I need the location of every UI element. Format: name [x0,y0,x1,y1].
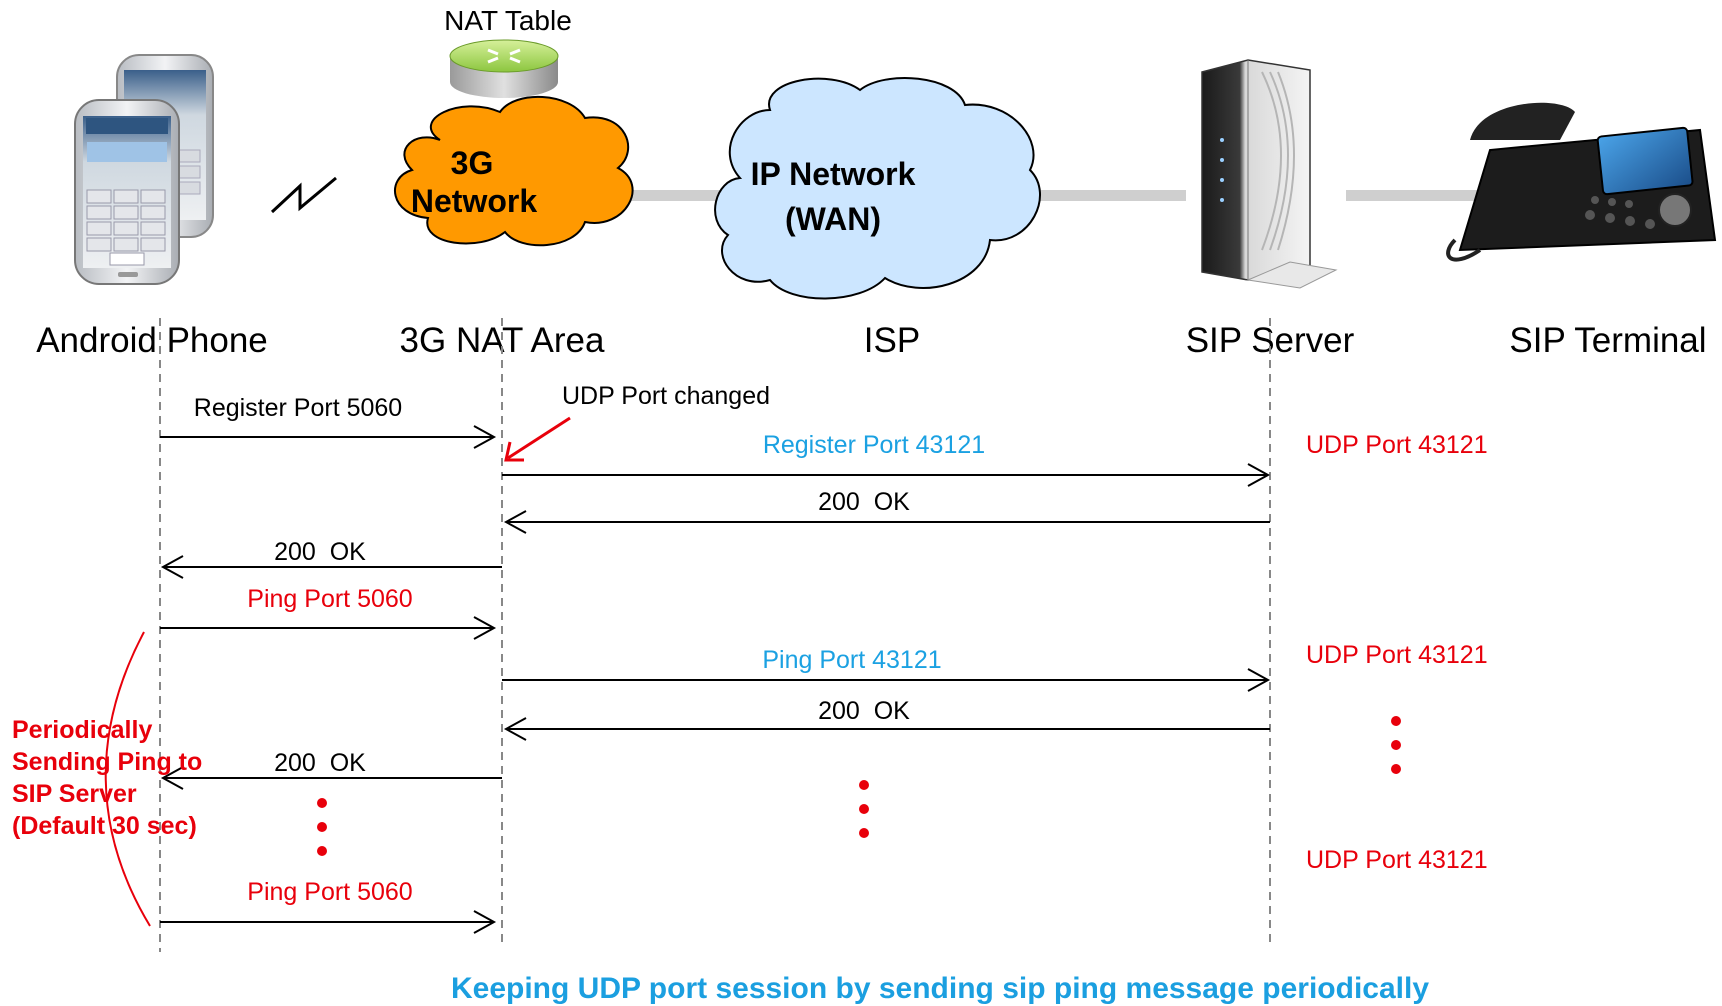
entity-labels: Android Phone 3G NAT Area ISP SIP Server… [36,321,1706,360]
periodic-note-line: (Default 30 sec) [12,812,197,840]
message-label-ping-5060: Ping Port 5060 [247,878,412,906]
link-3g-to-wan [614,190,734,201]
udp-port-label: UDP Port 43121 [1306,641,1488,669]
network-links [614,190,1486,201]
arrow-ping-5060-2 [160,910,497,934]
router-icon [449,39,559,98]
3g-network-cloud-icon [394,95,634,247]
periodic-bracket [104,631,151,927]
wireless-signal-icon [270,176,337,214]
message-label-ping-5060: Ping Port 5060 [247,585,412,613]
ellipsis-dots-phone [317,798,327,856]
message-label-200-ok: 200 OK [818,697,910,725]
smartphones-icon [74,54,214,285]
message-label-register-5060: Register Port 5060 [194,394,402,422]
arrow-200-ok-server-to-nat-2 [503,717,1270,741]
udp-port-changed-label: UDP Port changed [562,382,770,410]
udp-port-label: UDP Port 43121 [1306,846,1488,874]
ip-desk-phone-icon [1446,102,1717,262]
message-label-200-ok: 200 OK [274,749,366,777]
message-arrows [160,425,1271,934]
periodic-note-line: SIP Server [12,780,137,808]
sip-server-device-icon [1201,59,1338,289]
ellipsis-dots-udp [1391,716,1401,774]
diagram-caption: Keeping UDP port session by sending sip … [451,972,1429,1005]
entity-label-sip-terminal: SIP Terminal [1509,321,1706,360]
3g-cloud-label-line2: Network [411,183,537,219]
continuation-dots [317,716,1401,856]
arrow-ping-43121 [502,668,1271,692]
3g-cloud-label-line1: 3G [451,145,494,181]
message-labels: Register Port 5060 Register Port 43121 2… [194,394,985,906]
message-label-200-ok: 200 OK [818,488,910,516]
arrow-register-43121 [502,463,1271,487]
entity-label-android-phone: Android Phone [36,321,268,360]
arrow-200-ok-nat-to-phone-2 [160,766,502,790]
message-label-200-ok: 200 OK [274,538,366,566]
ellipsis-dots-isp [859,780,869,838]
periodic-note-line: Sending Ping to [12,748,202,776]
wan-cloud-label-line1: IP Network [751,156,916,192]
link-wan-to-server [1038,190,1186,201]
entity-label-sip-server: SIP Server [1186,321,1355,360]
entity-label-3g-nat-area: 3G NAT Area [400,321,605,360]
wan-cloud-label-line2: (WAN) [785,201,881,237]
wan-cloud-icon [714,77,1041,300]
arrow-200-ok-server-to-nat [503,510,1270,534]
link-server-to-terminal [1346,190,1486,201]
periodic-note: Periodically Sending Ping to SIP Server … [12,716,202,840]
periodic-note-line: Periodically [12,716,152,744]
udp-port-label: UDP Port 43121 [1306,431,1488,459]
arrow-ping-5060 [160,616,497,640]
arrow-200-ok-nat-to-phone [160,555,502,579]
message-label-ping-43121: Ping Port 43121 [762,646,941,674]
arrow-register-5060 [160,425,497,449]
udp-port-labels: UDP Port 43121 UDP Port 43121 UDP Port 4… [1306,431,1488,874]
entity-label-isp: ISP [864,321,920,360]
nat-table-label: NAT Table [444,5,572,36]
lifelines [159,318,1271,952]
message-label-register-43121: Register Port 43121 [763,431,985,459]
udp-changed-pointer-arrow [504,416,571,462]
